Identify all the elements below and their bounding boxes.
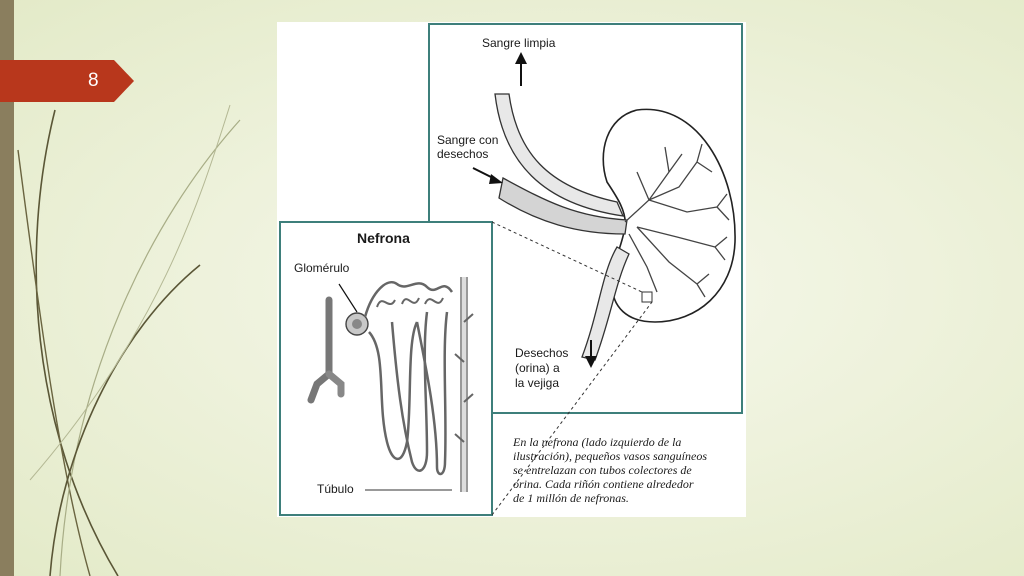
waste-label-line1: Desechos <box>515 346 569 360</box>
kidney-nephron-figure: Sangre limpia Sangre con desechos Desech… <box>277 22 746 517</box>
kidney-outline <box>602 108 736 323</box>
waste-label-line3: la vejiga <box>515 376 560 390</box>
renal-artery <box>498 177 628 235</box>
caption-line: de 1 millón de nefronas. <box>513 491 629 505</box>
renal-vein <box>494 93 625 217</box>
dirty-blood-label-line2: desechos <box>437 147 489 161</box>
figure-caption: En la nefrona (lado izquierdo de la ilus… <box>513 435 743 505</box>
waste-label-line2: (orina) a <box>515 361 560 375</box>
page-number-badge <box>0 60 134 102</box>
zoom-box <box>641 291 653 303</box>
waste-arrow <box>585 340 597 368</box>
figure-drawing <box>279 23 743 516</box>
clean-blood-arrow <box>515 52 527 86</box>
page-number: 8 <box>88 70 99 91</box>
sidebar-stripe <box>0 0 14 576</box>
kidney-panel-frame <box>428 23 743 414</box>
nephron-panel-frame <box>279 221 493 516</box>
caption-line: se entrelazan con tubos colectores de <box>513 463 692 477</box>
leader-line-bottom <box>491 301 653 516</box>
caption-line: orina. Cada riñón contiene alrededor <box>513 477 694 491</box>
dirty-blood-label-line1: Sangre con <box>437 133 499 147</box>
clean-blood-label: Sangre limpia <box>482 36 556 50</box>
decorative-swooshes <box>17 104 241 576</box>
glomerulus-label: Glomérulo <box>294 261 350 275</box>
nephron-title: Nefrona <box>357 230 410 246</box>
renal-vessel-branches <box>624 143 730 298</box>
caption-line: ilustración), pequeños vasos sanguíneos <box>513 449 707 463</box>
tubule-label: Túbulo <box>317 482 354 496</box>
nephron-drawing <box>307 277 474 492</box>
dirty-blood-arrow <box>472 167 503 184</box>
caption-line: En la nefrona (lado izquierdo de la <box>513 435 682 449</box>
